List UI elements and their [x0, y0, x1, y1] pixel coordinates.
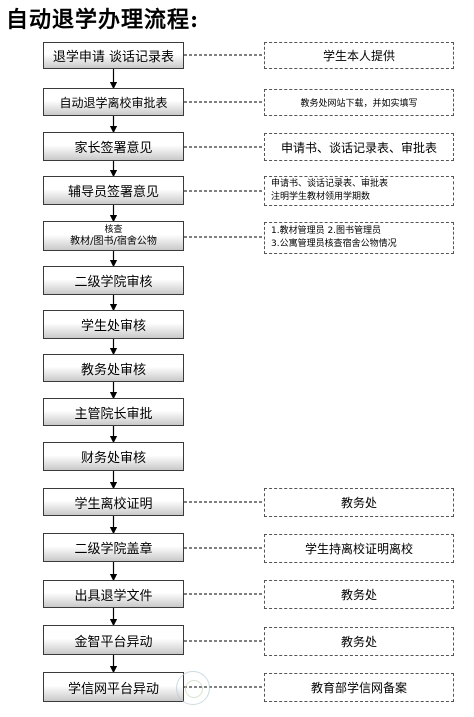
note-chsi-record: 教育部学信网备案: [264, 673, 454, 702]
note-verifiers-line2: 3.公寓管理员核查宿舍公物情况: [271, 239, 397, 249]
step-leave-certificate: 学生离校证明: [43, 488, 184, 516]
step-college-review: 二级学院审核: [43, 266, 184, 295]
note-jinzhi-office: 教务处: [264, 627, 454, 656]
note-leave-with-certificate: 学生持离校证明离校: [264, 534, 454, 563]
step-verification-main: 教材/图书/宿舍公物: [70, 236, 157, 247]
note-counselor-docs-line2: 注明学生教材领用学期数: [271, 192, 371, 202]
note-verifiers: 1.教材管理员 2.图书管理员 3.公寓管理员核查宿舍公物情况: [264, 222, 454, 254]
step-counselor-signature: 辅导员签署意见: [43, 176, 184, 205]
note-student-provides: 学生本人提供: [264, 42, 454, 69]
step-college-stamp: 二级学院盖章: [43, 533, 184, 562]
step-verification-top: 核查: [104, 225, 123, 235]
step-verification: 核查 教材/图书/宿舍公物: [43, 221, 184, 251]
step-issue-document: 出具退学文件: [43, 580, 184, 608]
step-jinzhi-platform: 金智平台异动: [43, 625, 184, 655]
watermark-stamp: [176, 671, 210, 705]
note-counselor-docs: 申请书、谈话记录表、审批表 注明学生教材领用学期数: [264, 176, 454, 206]
step-withdrawal-application: 退学申请 谈话记录表: [43, 42, 184, 69]
step-finance-review: 财务处审核: [43, 442, 184, 471]
note-verifiers-line1: 1.教材管理员 2.图书管理员: [271, 226, 382, 236]
step-chsi-platform: 学信网平台异动: [43, 672, 184, 702]
note-document-office: 教务处: [264, 580, 454, 609]
step-approval-form: 自动退学离校审批表: [43, 88, 184, 116]
note-certificate-office: 教务处: [264, 488, 454, 517]
note-counselor-docs-line1: 申请书、谈话记录表、审批表: [271, 179, 389, 189]
note-download-form: 教务处网站下载，并如实填写: [264, 89, 454, 116]
page-title: 自动退学办理流程:: [6, 7, 200, 33]
step-parent-signature: 家长签署意见: [43, 132, 184, 161]
step-student-affairs-review: 学生处审核: [43, 310, 184, 339]
step-dean-approval: 主管院长审批: [43, 398, 184, 426]
note-documents: 申请书、谈话记录表、审批表: [264, 133, 454, 161]
step-academic-affairs-review: 教务处审核: [43, 354, 184, 382]
